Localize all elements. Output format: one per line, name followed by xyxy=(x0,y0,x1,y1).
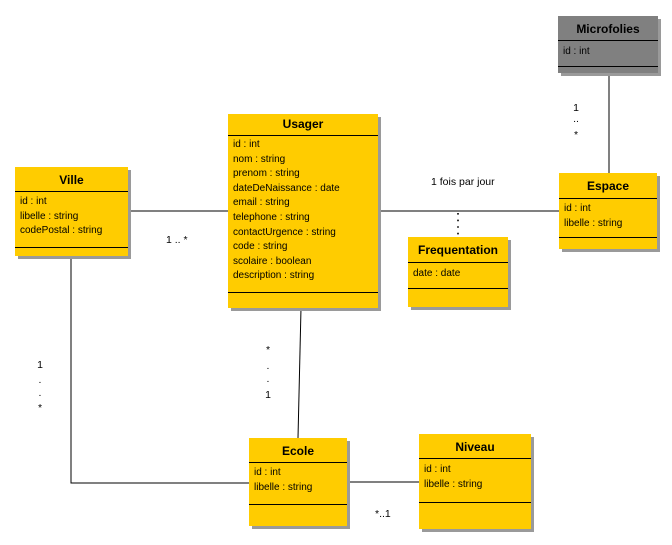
link-ville-ecole xyxy=(70,256,250,484)
multiplicity-ville-usager: 1 .. * xyxy=(166,234,188,246)
attribute: libelle : string xyxy=(564,217,623,229)
class-microfolies-attributes: id : int xyxy=(558,41,658,67)
attribute: id : int xyxy=(564,203,591,214)
multiplicity-usager-ecole-2: . xyxy=(266,360,270,372)
class-usager[interactable]: Usager id : int nom : string prenom : st… xyxy=(228,114,378,308)
class-niveau[interactable]: Niveau id : int libelle : string xyxy=(419,434,531,529)
multiplicity-usager-ecole-3: . xyxy=(266,373,270,385)
class-frequentation[interactable]: Frequentation date : date xyxy=(408,237,508,307)
attribute: contactUrgence : string xyxy=(233,226,336,238)
class-usager-attributes: id : int nom : string prenom : string da… xyxy=(228,136,378,293)
class-frequentation-name: Frequentation xyxy=(408,237,508,263)
class-ville-name: Ville xyxy=(15,167,128,192)
multiplicity-ecole-niveau: *..1 xyxy=(375,508,391,520)
attribute: codePostal : string xyxy=(20,225,103,237)
class-frequentation-attributes: date : date xyxy=(408,263,508,289)
attribute: nom : string xyxy=(233,153,286,165)
attribute: id : int xyxy=(424,464,451,475)
attribute: description : string xyxy=(233,270,315,282)
class-niveau-name: Niveau xyxy=(419,434,531,459)
multiplicity-micro-espace-3: * xyxy=(573,129,579,141)
multiplicity-usager-ecole-1: * xyxy=(265,344,271,356)
attribute: email : string xyxy=(233,197,290,209)
multiplicity-ville-ecole-4: * xyxy=(37,402,43,414)
class-niveau-attributes: id : int libelle : string xyxy=(419,459,531,503)
multiplicity-ville-ecole-1: 1 xyxy=(37,359,43,371)
class-espace-attributes: id : int libelle : string xyxy=(559,199,657,238)
class-ville[interactable]: Ville id : int libelle : string codePost… xyxy=(15,167,128,256)
attribute: scolaire : boolean xyxy=(233,255,312,267)
multiplicity-ville-ecole-2: . xyxy=(38,374,42,386)
class-usager-name: Usager xyxy=(228,114,378,136)
attribute: id : int xyxy=(20,196,47,207)
attribute: libelle : string xyxy=(20,210,79,222)
class-espace[interactable]: Espace id : int libelle : string xyxy=(559,173,657,249)
multiplicity-micro-espace-2: .. xyxy=(573,113,579,125)
class-microfolies[interactable]: Microfolies id : int xyxy=(558,16,658,73)
link-usager-ecole xyxy=(297,307,302,439)
attribute: code : string xyxy=(233,241,288,253)
attribute: libelle : string xyxy=(424,478,483,490)
attribute: date : date xyxy=(413,268,461,279)
attribute: prenom : string xyxy=(233,168,300,180)
class-ecole-attributes: id : int libelle : string xyxy=(249,463,347,505)
class-ecole[interactable]: Ecole id : int libelle : string xyxy=(249,438,347,526)
multiplicity-micro-espace-1: 1 xyxy=(573,102,579,114)
association-label-usager-espace: 1 fois par jour xyxy=(431,176,495,188)
multiplicity-ville-ecole-3: . xyxy=(38,387,42,399)
multiplicity-usager-ecole-4: 1 xyxy=(265,389,271,401)
attribute: id : int xyxy=(563,46,590,57)
attribute: telephone : string xyxy=(233,211,310,223)
class-microfolies-name: Microfolies xyxy=(558,16,658,41)
attribute: dateDeNaissance : date xyxy=(233,182,340,194)
class-ville-attributes: id : int libelle : string codePostal : s… xyxy=(15,192,128,248)
class-espace-name: Espace xyxy=(559,173,657,199)
class-ecole-name: Ecole xyxy=(249,438,347,463)
attribute: libelle : string xyxy=(254,481,313,493)
attribute: id : int xyxy=(233,139,260,150)
attribute: id : int xyxy=(254,467,281,478)
